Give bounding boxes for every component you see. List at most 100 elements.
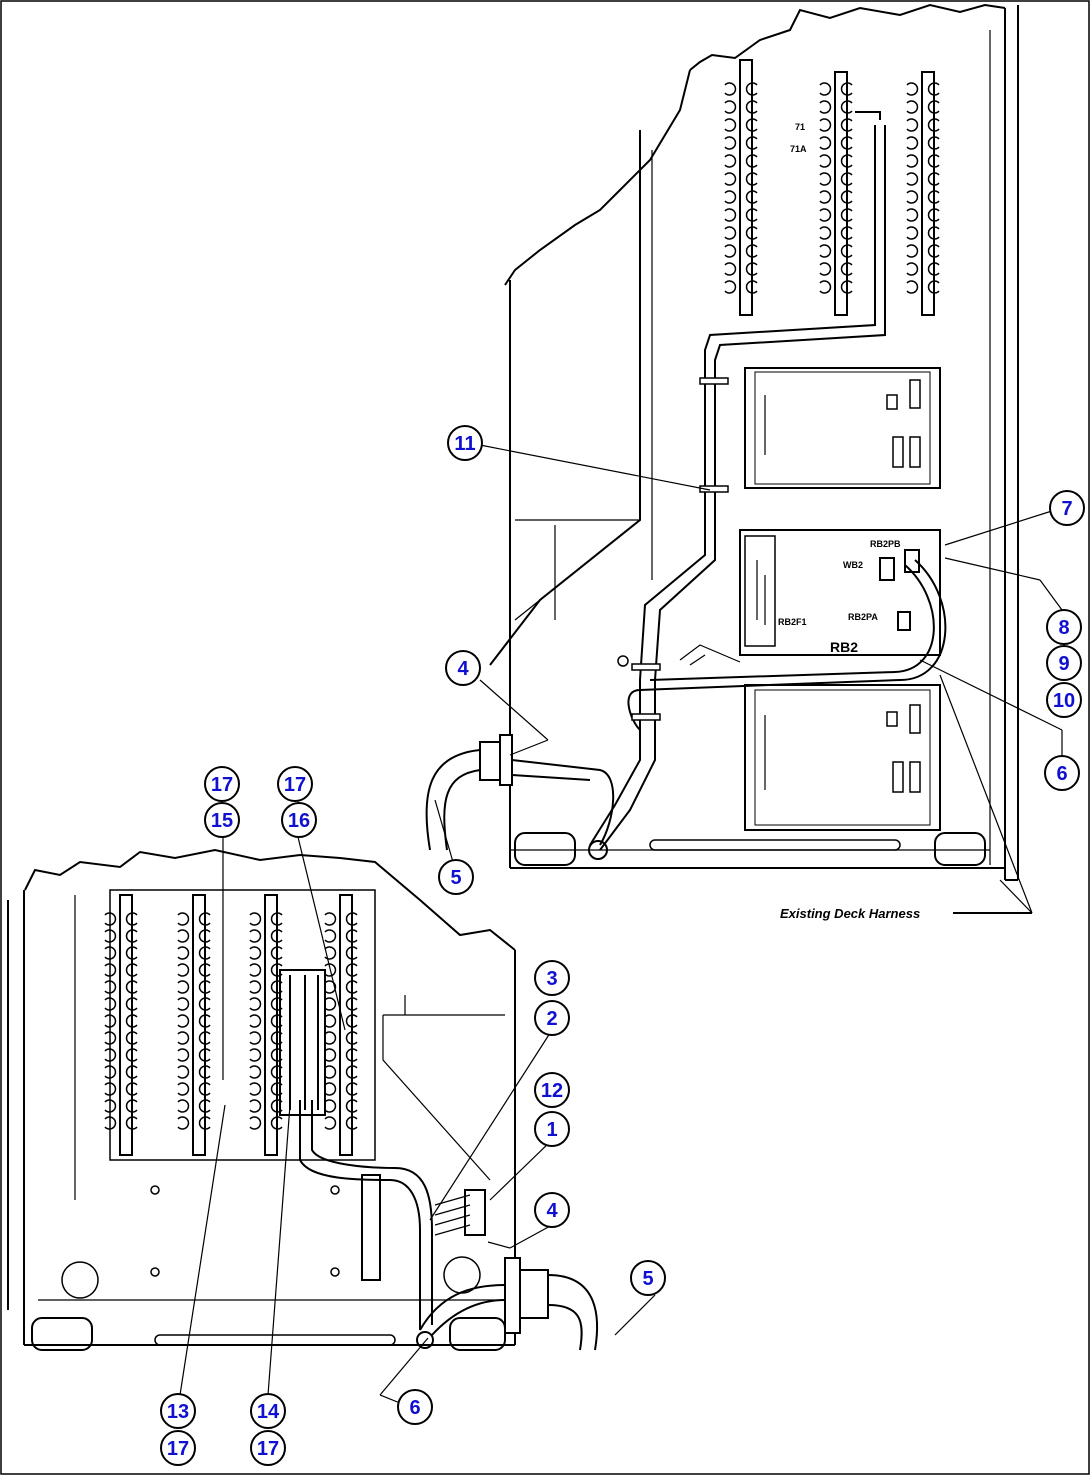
callout-8: 8 bbox=[1046, 609, 1082, 645]
terminal-screw bbox=[819, 208, 853, 222]
terminal-screw bbox=[819, 82, 853, 96]
callout-17: 17 bbox=[277, 766, 313, 802]
terminal-strip-1 bbox=[739, 59, 753, 316]
terminal-screw bbox=[819, 118, 853, 132]
terminal-screw bbox=[104, 1116, 138, 1130]
callout-13: 13 bbox=[160, 1393, 196, 1429]
callout-number: 2 bbox=[546, 1008, 557, 1030]
lower-panel-assembly bbox=[7, 848, 599, 1351]
callout-circle bbox=[534, 1072, 570, 1108]
callout-7: 7 bbox=[1049, 490, 1085, 526]
terminal-screw bbox=[906, 136, 940, 150]
callout-circle bbox=[1046, 645, 1082, 681]
terminal-screw bbox=[249, 1116, 283, 1130]
terminal-screw bbox=[177, 980, 211, 994]
terminal-screw bbox=[177, 912, 211, 926]
callout-circle bbox=[204, 766, 240, 802]
rb2-label: RB2 bbox=[830, 639, 858, 655]
callout-10: 10 bbox=[1046, 682, 1082, 718]
terminal-screw bbox=[819, 190, 853, 204]
callout-circle bbox=[277, 766, 313, 802]
terminal-screw bbox=[177, 1065, 211, 1079]
relay-box-rb2: RB2 RB2F1 RB2PB WB2 RB2PA bbox=[739, 529, 941, 656]
callout-12: 12 bbox=[534, 1072, 570, 1108]
terminal-strip-3 bbox=[921, 71, 935, 316]
terminal-screw bbox=[724, 208, 758, 222]
rb2f1-label: RB2F1 bbox=[778, 617, 807, 627]
callout-number: 6 bbox=[1056, 763, 1067, 785]
terminal-screw bbox=[819, 100, 853, 114]
rb2pb-label: RB2PB bbox=[870, 539, 901, 549]
callout-5: 5 bbox=[630, 1260, 666, 1296]
callout-circle bbox=[534, 1192, 570, 1228]
callout-16: 16 bbox=[281, 802, 317, 838]
terminal-screw bbox=[177, 1048, 211, 1062]
callout-number: 15 bbox=[211, 810, 233, 832]
callout-number: 17 bbox=[167, 1438, 189, 1460]
terminal-screw bbox=[906, 82, 940, 96]
callout-circle bbox=[534, 1000, 570, 1036]
callout-number: 5 bbox=[642, 1268, 653, 1290]
terminal-screw bbox=[104, 1099, 138, 1113]
upper-panel-assembly: 71 71A RB2 RB2F1 RB2PB WB2 RB2PA bbox=[425, 3, 1033, 921]
terminal-screw bbox=[324, 1116, 358, 1130]
relay-box-bottom bbox=[744, 684, 941, 831]
wb2-label: WB2 bbox=[843, 560, 863, 570]
callout-circle bbox=[160, 1430, 196, 1466]
terminal-screw bbox=[324, 980, 358, 994]
terminal-screw bbox=[724, 172, 758, 186]
callout-circle bbox=[250, 1430, 286, 1466]
callout-number: 17 bbox=[284, 774, 306, 796]
terminal-screw bbox=[819, 244, 853, 258]
callout-14: 14 bbox=[250, 1393, 286, 1429]
terminal-screw bbox=[104, 1014, 138, 1028]
terminal-screw bbox=[819, 154, 853, 168]
callout-number: 17 bbox=[211, 774, 233, 796]
terminal-screw bbox=[177, 1082, 211, 1096]
callout-circle bbox=[445, 650, 481, 686]
terminal-screw bbox=[324, 1014, 358, 1028]
terminal-screw bbox=[324, 1031, 358, 1045]
callout-number: 11 bbox=[454, 433, 475, 455]
callout-17: 17 bbox=[204, 766, 240, 802]
terminal-screw bbox=[104, 963, 138, 977]
terminal-screw bbox=[819, 226, 853, 240]
terminal-screw bbox=[724, 82, 758, 96]
terminal-screw bbox=[104, 1065, 138, 1079]
terminal-screw bbox=[324, 929, 358, 943]
terminal-screw bbox=[906, 172, 940, 186]
callout-circle bbox=[534, 1111, 570, 1147]
callout-circle bbox=[250, 1393, 286, 1429]
terminal-screw bbox=[906, 118, 940, 132]
terminal-screw bbox=[177, 929, 211, 943]
callout-circle bbox=[438, 859, 474, 895]
callout-circle bbox=[630, 1260, 666, 1296]
terminal-screw bbox=[324, 912, 358, 926]
callout-1: 1 bbox=[534, 1111, 570, 1147]
diode-block bbox=[279, 969, 326, 1116]
terminal-screw bbox=[724, 190, 758, 204]
terminal-screw bbox=[104, 1031, 138, 1045]
callout-6: 6 bbox=[397, 1389, 433, 1425]
terminal-label-71a: 71A bbox=[790, 144, 807, 154]
rb2pa-label: RB2PA bbox=[848, 612, 878, 622]
callout-circle bbox=[1044, 755, 1080, 791]
callout-17: 17 bbox=[160, 1430, 196, 1466]
terminal-screw bbox=[724, 226, 758, 240]
callout-number: 4 bbox=[457, 658, 469, 680]
terminal-screw bbox=[906, 190, 940, 204]
callout-2: 2 bbox=[534, 1000, 570, 1036]
callout-circle bbox=[160, 1393, 196, 1429]
terminal-screw bbox=[906, 208, 940, 222]
terminal-screw bbox=[177, 1116, 211, 1130]
callout-number: 9 bbox=[1058, 653, 1069, 675]
terminal-screw bbox=[724, 136, 758, 150]
relay-box-top bbox=[744, 367, 941, 489]
terminal-screw bbox=[819, 262, 853, 276]
callout-number: 5 bbox=[450, 867, 461, 889]
terminal-screw bbox=[724, 244, 758, 258]
terminal-screw bbox=[724, 280, 758, 294]
terminal-screw bbox=[104, 946, 138, 960]
